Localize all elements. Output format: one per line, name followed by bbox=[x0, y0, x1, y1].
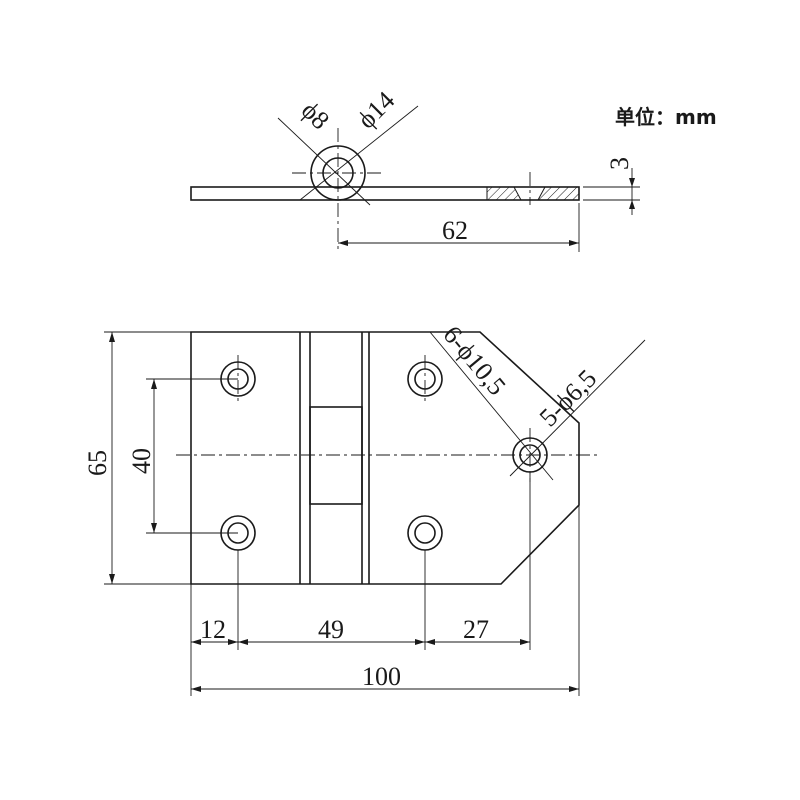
dim-edge: 12 bbox=[200, 615, 226, 644]
top-view-plate bbox=[190, 186, 580, 201]
top-view-section-hatch-right bbox=[537, 186, 580, 201]
dim-knuckle-diameter: ϕ14 bbox=[352, 86, 401, 135]
top-view-section-hatch-left bbox=[486, 186, 522, 201]
dim-thickness: 3 bbox=[605, 157, 634, 170]
front-view: 6-ϕ10,5 5-ϕ6,5 65 40 12 49 27 bbox=[83, 320, 646, 696]
knuckle-dia-leader bbox=[299, 105, 419, 201]
hole-bottom-right bbox=[407, 515, 443, 551]
dim-total-width: 100 bbox=[362, 662, 401, 691]
dim-hole: 5-ϕ6,5 bbox=[534, 364, 602, 432]
pin-dia-leader bbox=[277, 117, 371, 206]
unit-label: 单位：mm bbox=[615, 105, 717, 129]
countersink-leader bbox=[429, 331, 554, 481]
dim-hole-offset: 62 bbox=[442, 216, 468, 245]
knuckle-segment-middle bbox=[309, 406, 363, 505]
top-view: ϕ8 ϕ14 3 62 bbox=[190, 86, 640, 252]
hole-leader bbox=[509, 339, 646, 477]
dim-height: 65 bbox=[83, 450, 112, 476]
dim-hole-spacing-horizontal: 49 bbox=[318, 615, 344, 644]
dim-pin-diameter: ϕ8 bbox=[296, 96, 335, 135]
dim-third-hole: 27 bbox=[463, 615, 489, 644]
dim-hole-spacing-vertical: 40 bbox=[127, 448, 156, 474]
